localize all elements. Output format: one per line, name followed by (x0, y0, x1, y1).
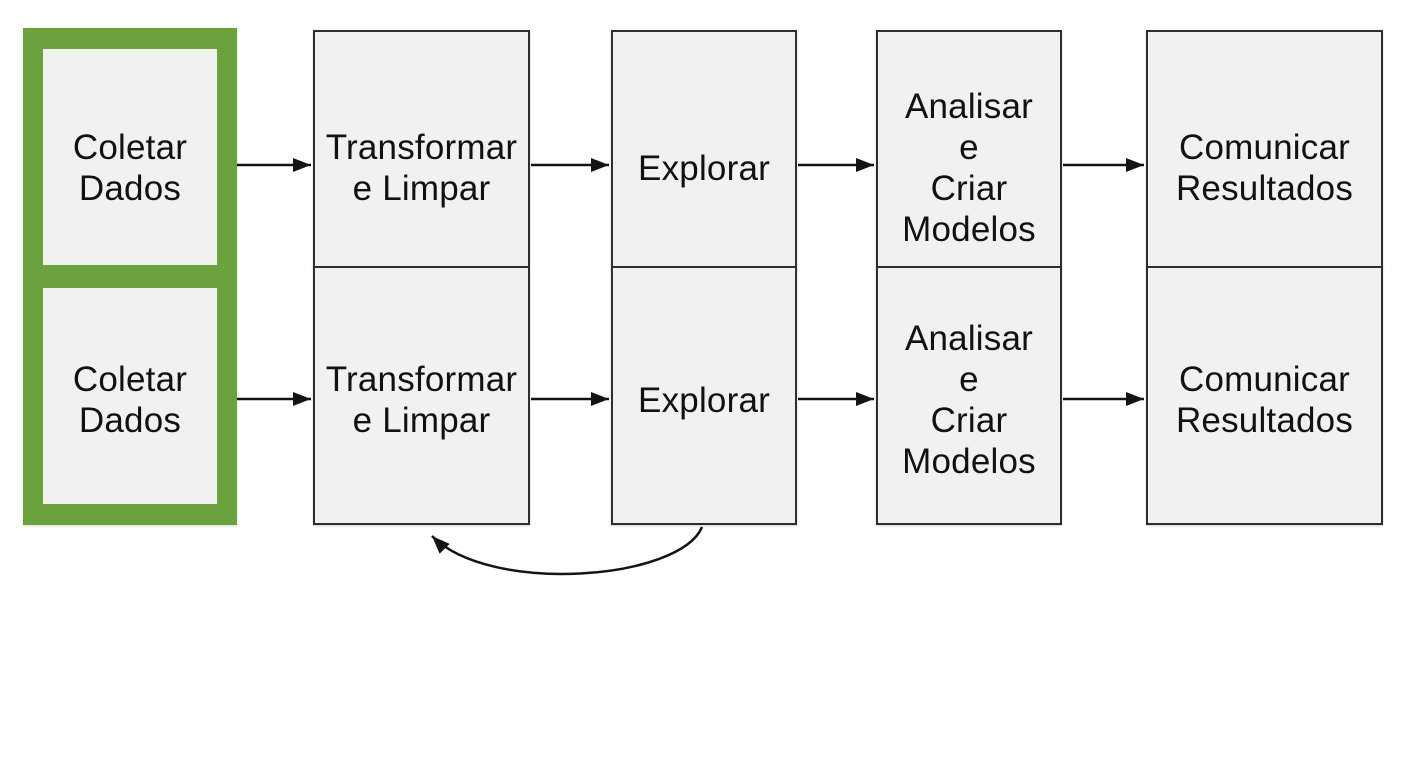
label-line: Coletar (72, 128, 188, 167)
label-line: Coletar (72, 359, 188, 399)
label-line: Explorar (638, 148, 770, 188)
label-line: Transformar (325, 360, 518, 399)
label-line: Comunicar (1178, 360, 1350, 399)
label-line: Modelos (902, 442, 1036, 481)
stage-box-analisar-row1: Analisar e Criar Modelos (876, 30, 1062, 268)
stage-label-transformar-row1: Transformar e Limpar (326, 127, 518, 209)
stage-label-explorar-row1: Explorar (638, 148, 770, 189)
label-line: Comunicar (1178, 128, 1350, 167)
label-line: e Limpar (352, 401, 491, 440)
stage-box-transformar-row2: Transformar e Limpar (313, 266, 530, 525)
stage-coletar-highlight-frame: Coletar Dados Coletar Dados (23, 28, 237, 525)
stage-box-explorar-row1: Explorar (611, 30, 797, 268)
label-line: e (959, 128, 979, 167)
label-line: Analisar (904, 87, 1034, 126)
stage-box-explorar-row2: Explorar (611, 266, 797, 525)
label-line: Criar (930, 169, 1008, 208)
label-line: Resultados (1175, 169, 1354, 208)
stage-label-analisar-row1: Analisar e Criar Modelos (902, 86, 1036, 250)
stage-label-comunicar-row1: Comunicar Resultados (1176, 127, 1353, 209)
stage-box-coletar-row2: Coletar Dados (43, 288, 217, 504)
label-line: Transformar (325, 128, 518, 167)
label-line: e (959, 360, 979, 399)
label-line: Explorar (638, 380, 770, 420)
stage-column-comunicar: Comunicar Resultados Comunicar Resultado… (1146, 30, 1383, 525)
stage-label-analisar-row2: Analisar e Criar Modelos (902, 318, 1036, 482)
label-line: Resultados (1175, 401, 1354, 440)
stage-box-analisar-row2: Analisar e Criar Modelos (876, 266, 1062, 525)
stage-column-transformar: Transformar e Limpar Transformar e Limpa… (313, 30, 530, 525)
stage-label-comunicar-row2: Comunicar Resultados (1176, 359, 1353, 441)
stage-column-analisar: Analisar e Criar Modelos Analisar e Cria… (876, 30, 1062, 525)
stage-label-coletar-row2: Coletar Dados (73, 359, 187, 441)
arrow-feedback-explorar-to-transformar (431, 526, 704, 576)
label-line: Dados (78, 169, 182, 208)
stage-box-coletar-row1: Coletar Dados (43, 49, 217, 265)
stage-box-comunicar-row1: Comunicar Resultados (1146, 30, 1383, 268)
stage-label-transformar-row2: Transformar e Limpar (326, 359, 518, 441)
label-line: Dados (78, 400, 182, 440)
label-line: Analisar (904, 319, 1034, 358)
stage-label-explorar-row2: Explorar (638, 380, 770, 421)
label-line: e Limpar (352, 169, 491, 208)
stage-box-transformar-row1: Transformar e Limpar (313, 30, 530, 268)
label-line: Criar (930, 401, 1008, 440)
label-line: Modelos (902, 210, 1036, 249)
stage-column-explorar: Explorar Explorar (611, 30, 797, 525)
stage-box-comunicar-row2: Comunicar Resultados (1146, 266, 1383, 525)
stage-label-coletar-row1: Coletar Dados (73, 127, 187, 209)
